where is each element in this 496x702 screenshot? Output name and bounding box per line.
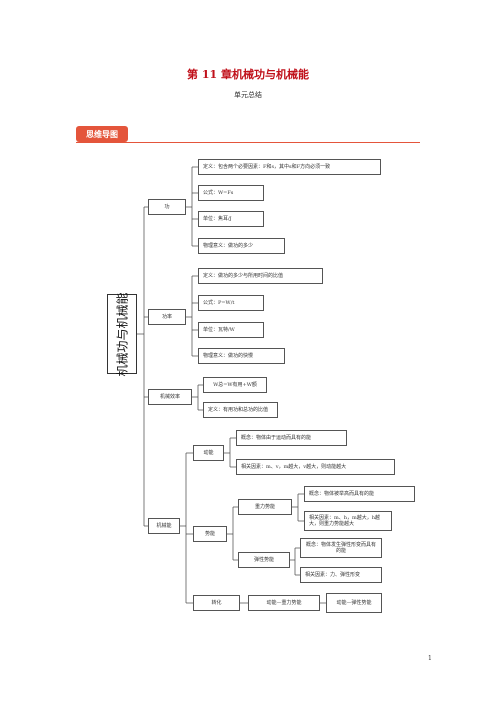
node-kinetic-concept: 概念：物体由于运动而具有的能	[236, 430, 347, 446]
node-power-definition: 定义：做功的多少与所用时间的比值	[198, 268, 323, 284]
node-work-meaning: 物理意义：做功的多少	[198, 238, 285, 254]
node-energy: 机械能	[148, 518, 180, 534]
node-work-unit: 单位：焦耳/J	[198, 211, 264, 227]
node-elastic-factors: 相关因素：力、弹性形变	[300, 567, 382, 583]
node-conversion-kinetic-gravity: 动能—重力势能	[248, 595, 320, 611]
node-elastic-concept: 概念：物体发生弹性形变而具有的能	[300, 538, 382, 558]
node-power: 功率	[148, 309, 186, 325]
node-elastic: 弹性势能	[238, 552, 290, 568]
section-tag: 思维导图	[76, 126, 128, 142]
node-efficiency-definition: 定义：有用功和总功的比值	[203, 402, 278, 418]
section-divider	[76, 142, 420, 143]
node-efficiency: 机械效率	[148, 389, 192, 405]
node-gravity-concept: 概念：物体被举高而具有的能	[304, 486, 415, 502]
node-work: 功	[148, 199, 186, 215]
root-node: 机械功与机械能	[107, 291, 137, 377]
node-gravity-factors: 相关因素：m、h，m越大，h越大，则重力势能越大	[304, 511, 392, 531]
node-efficiency-formula: W总=W有用+W额	[203, 377, 267, 393]
node-power-meaning: 物理意义：做功的快慢	[198, 348, 285, 364]
page-subtitle: 单元总结	[234, 91, 262, 99]
node-kinetic: 动能	[193, 445, 224, 461]
root-label: 机械功与机械能	[115, 291, 130, 377]
node-work-formula: 公式：W=Fs	[198, 185, 264, 201]
node-potential: 势能	[193, 526, 227, 542]
node-conversion: 转化	[193, 595, 240, 611]
page-number: 1	[428, 655, 432, 662]
node-power-unit: 单位：瓦特/W	[198, 322, 264, 338]
node-work-definition: 定义：包含两个必要因素：F和s，其中s和F方向必须一致	[198, 159, 381, 175]
node-conversion-kinetic-elastic: 动能—弹性势能	[326, 593, 382, 613]
node-gravity: 重力势能	[238, 499, 292, 515]
page-title: 第 11 章机械功与机械能	[187, 68, 309, 81]
node-power-formula: 公式：P=W/t	[198, 295, 264, 311]
node-kinetic-factors: 相关因素：m、v，m越大，v越大，则动能越大	[236, 459, 395, 475]
